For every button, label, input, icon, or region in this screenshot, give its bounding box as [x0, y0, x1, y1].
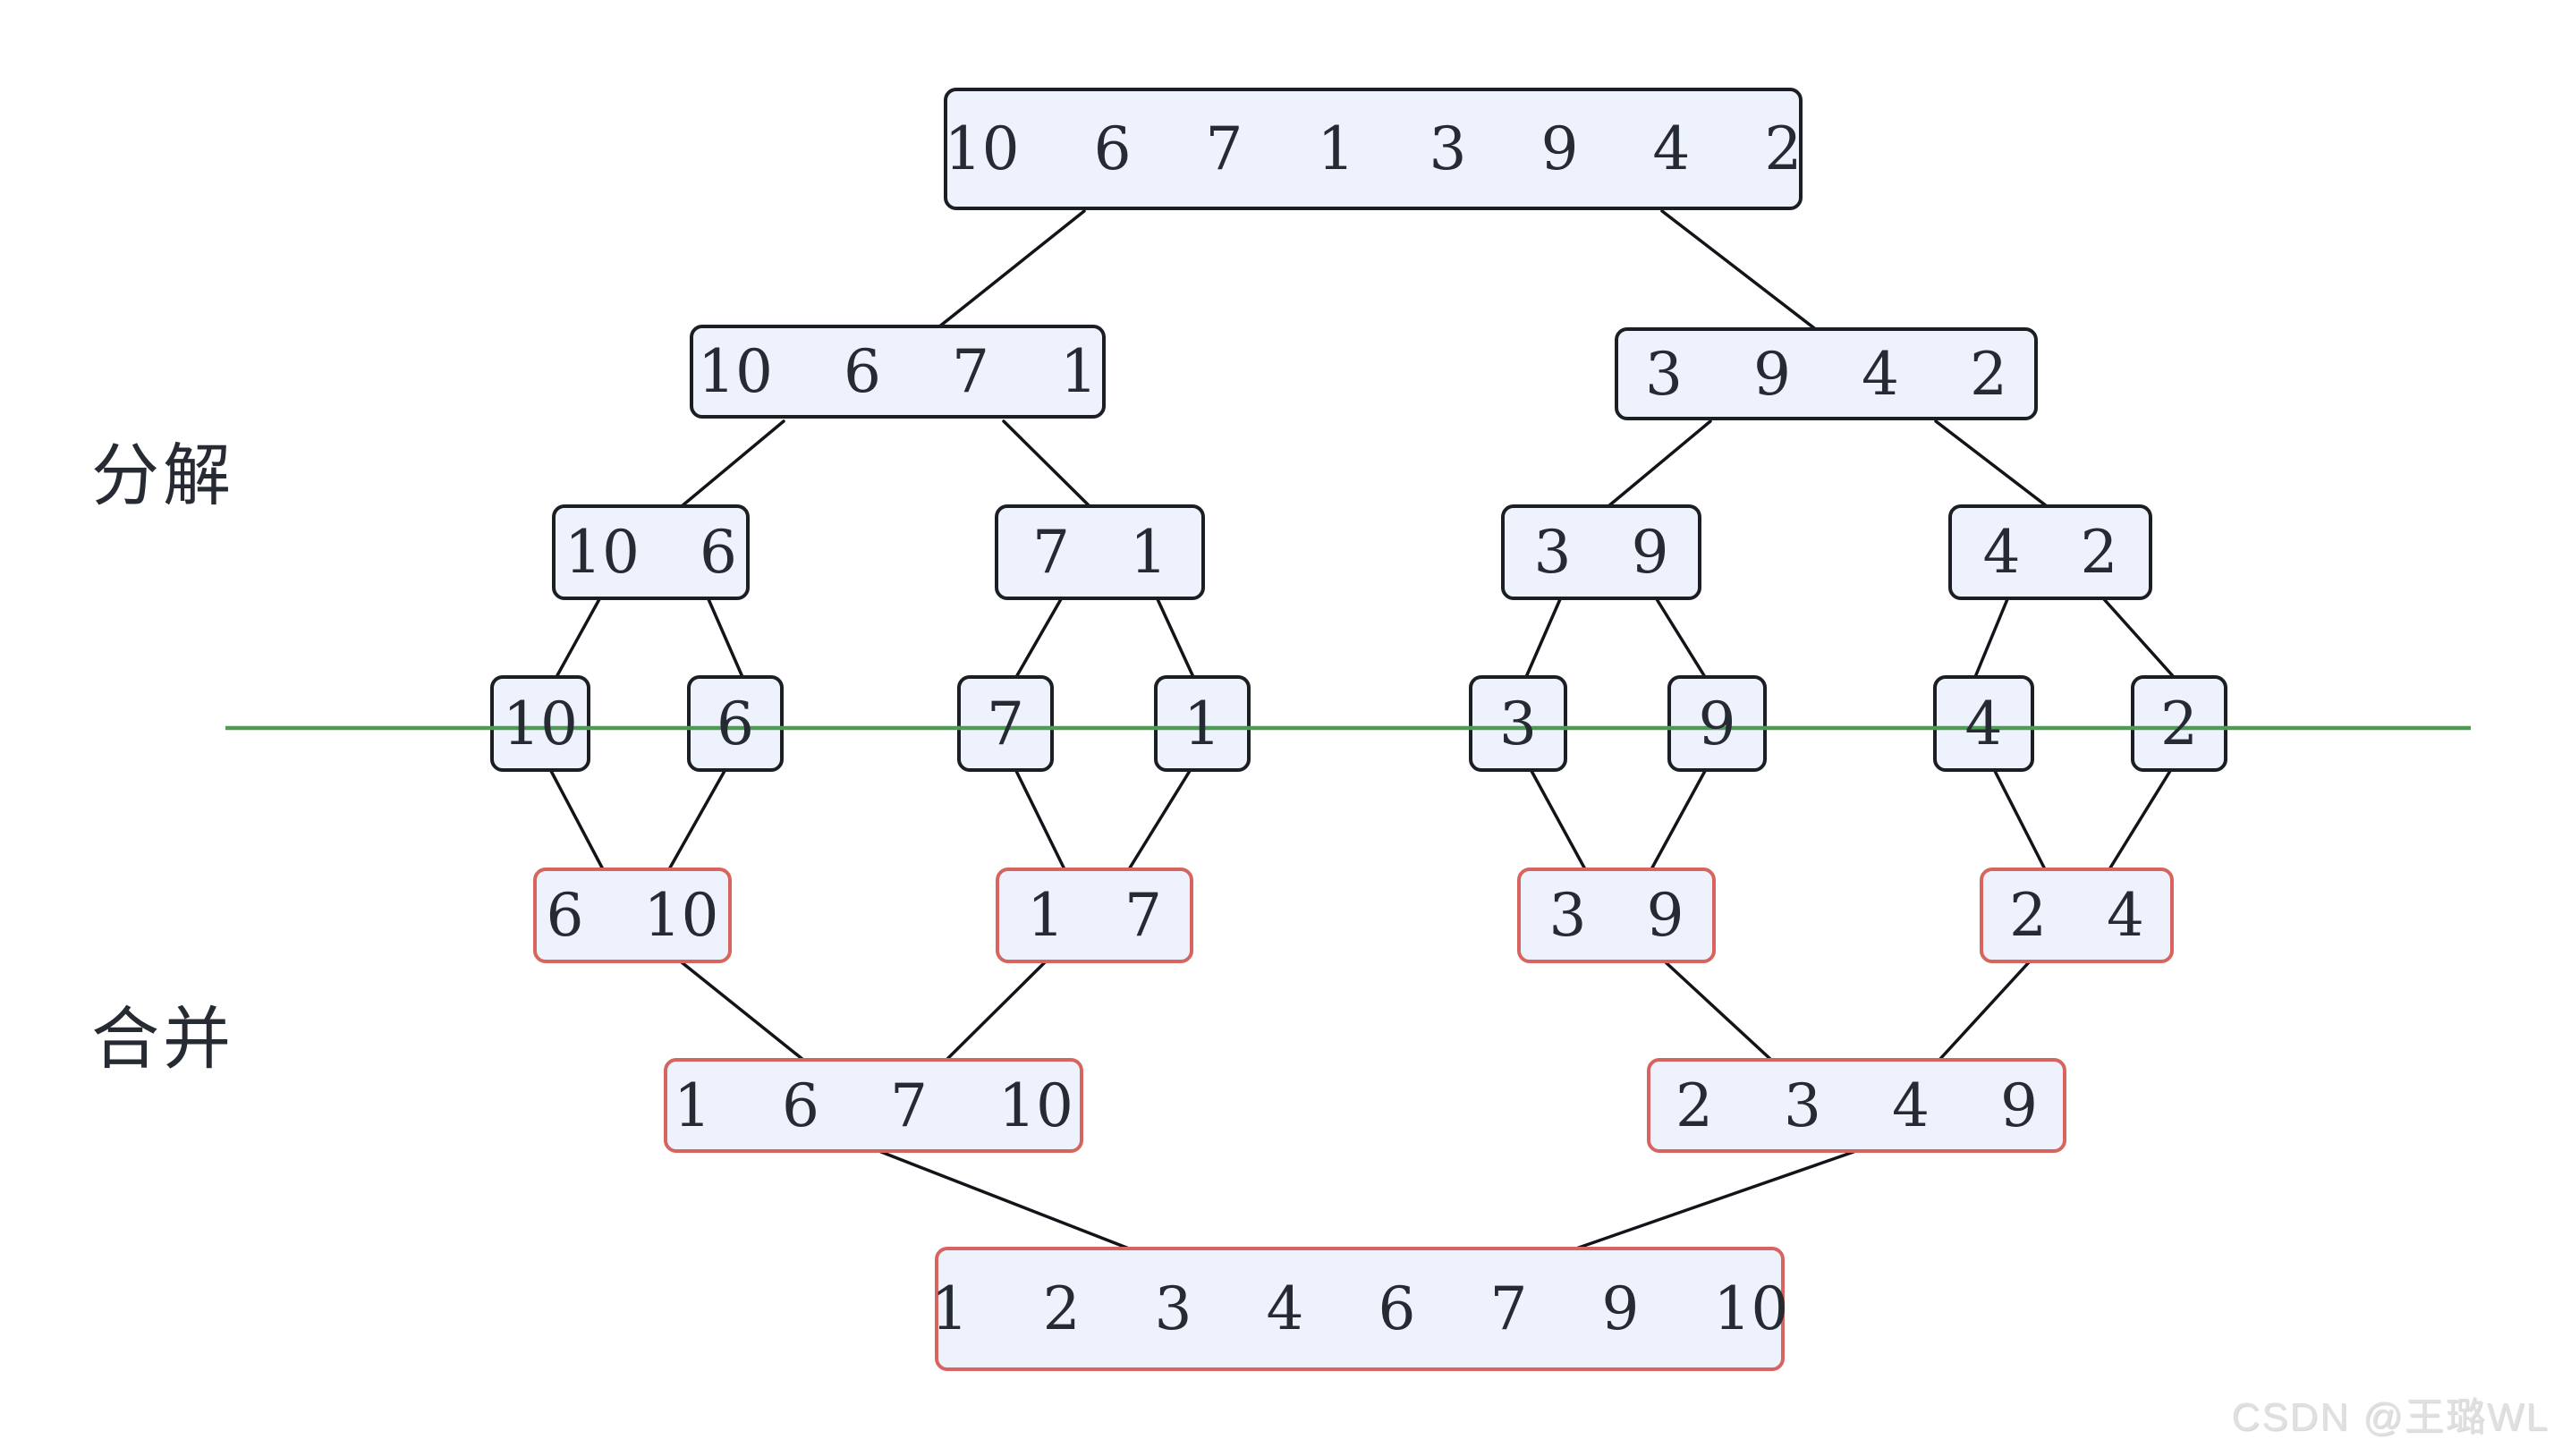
node-pair-3-9: 3 9: [1501, 504, 1701, 600]
node-single-2: 2: [2131, 675, 2227, 772]
node-values: 2 3 4 9: [1675, 1071, 2038, 1140]
node-single-7: 7: [957, 675, 1054, 772]
node-values: 2 4: [2009, 881, 2144, 950]
node-values: 10: [503, 689, 578, 758]
node-merged-1-7: 1 7: [996, 868, 1193, 963]
node-single-4: 4: [1933, 675, 2034, 772]
node-values: 3: [1499, 689, 1537, 758]
node-values: 9: [1698, 689, 1736, 758]
node-sorted-array: 1 2 3 4 6 7 9 10: [931, 1247, 1788, 1371]
node-values: 1 6 7 10: [674, 1071, 1073, 1140]
node-pair-7-1: 7 1: [995, 504, 1205, 600]
node-merged-left-half: 1 6 7 10: [664, 1058, 1083, 1153]
node-single-3: 3: [1469, 675, 1567, 772]
decompose-phase-label: 分解: [91, 436, 234, 515]
node-values: 7 1: [1032, 518, 1167, 587]
node-values: 4 2: [1982, 518, 2118, 587]
node-values: 10 6 7 1: [698, 337, 1098, 406]
node-values: 4: [1964, 689, 2003, 758]
node-root-array: 10 6 7 1 3 9 4 2: [944, 88, 1803, 210]
watermark-text: CSDN @王璐WL: [2231, 1395, 2549, 1439]
node-pair-4-2: 4 2: [1948, 504, 2152, 600]
node-single-6: 6: [687, 675, 784, 772]
node-single-10: 10: [490, 675, 590, 772]
node-merged-right-half: 2 3 4 9: [1647, 1058, 2066, 1153]
node-values: 10 6: [564, 518, 737, 587]
node-left-half: 10 6 7 1: [690, 325, 1106, 419]
node-values: 3 9: [1548, 881, 1684, 950]
node-single-9: 9: [1667, 675, 1767, 772]
node-pair-10-6: 10 6: [552, 504, 750, 600]
node-values: 6: [717, 689, 754, 758]
node-values: 1: [1183, 689, 1221, 758]
merge-phase-label: 合并: [91, 999, 234, 1079]
node-values: 2: [2160, 689, 2198, 758]
node-merged-2-4: 2 4: [1980, 868, 2174, 963]
node-values: 3 9 4 2: [1645, 339, 2007, 409]
node-values: 1 7: [1027, 881, 1162, 950]
node-values: 3 9: [1533, 518, 1669, 587]
node-values: 6 10: [546, 881, 719, 950]
node-single-1: 1: [1154, 675, 1251, 772]
node-merged-6-10: 6 10: [533, 868, 732, 963]
node-values: 7: [987, 689, 1024, 758]
node-values: 1 2 3 4 6 7 9 10: [930, 1274, 1789, 1343]
node-right-half: 3 9 4 2: [1615, 327, 2038, 420]
node-values: 10 6 7 1 3 9 4 2: [944, 114, 1803, 183]
node-merged-3-9: 3 9: [1517, 868, 1716, 963]
